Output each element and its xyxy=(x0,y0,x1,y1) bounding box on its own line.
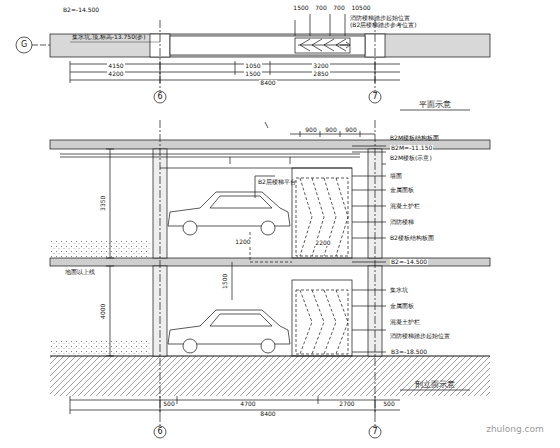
dimension: 2850 xyxy=(312,71,329,78)
note: B2楼板结构板面 xyxy=(390,235,434,242)
note: 混凝土护栏 xyxy=(390,319,420,326)
dimension: 2200 xyxy=(314,240,331,247)
note: 消防楼梯踏步起始位置 xyxy=(390,333,450,340)
note: (B2层楼梯踏步参考位置) xyxy=(350,22,417,29)
view-title: 剖立面示意 xyxy=(415,381,455,390)
dimension: 3200 xyxy=(312,63,329,70)
dimension: 1500 xyxy=(292,5,309,12)
dimension: 1050 xyxy=(244,63,261,70)
axis-label: 7 xyxy=(372,428,377,437)
note: B2M楼板(示意) xyxy=(390,155,432,162)
dimension: 500 xyxy=(162,401,175,408)
dimension: 4200 xyxy=(107,71,124,78)
level-mark: B2=-14.500 xyxy=(62,7,100,14)
dimension: 10500 xyxy=(350,5,371,12)
axis-label: 7 xyxy=(372,93,377,102)
dimension: 8400 xyxy=(259,80,276,87)
dimension: 900 xyxy=(304,127,317,134)
note: 墙面 xyxy=(390,173,402,180)
dimension: 4700 xyxy=(239,401,256,408)
note: 金属面板 xyxy=(390,303,414,310)
note: 混凝土护栏 xyxy=(390,203,420,210)
dimension: 2700 xyxy=(338,401,355,408)
dimension: 1500 xyxy=(223,273,230,288)
dimension: 4000 xyxy=(101,303,108,318)
dimension: 1200 xyxy=(234,239,251,246)
axis-label: 6 xyxy=(157,428,162,437)
level-mark: B2=-14.500 xyxy=(390,259,428,266)
level-mark: B3=-18.500 xyxy=(390,349,428,356)
level-mark: B2M=-11.150 xyxy=(390,145,433,152)
note: 集水坑 xyxy=(390,287,408,294)
axis-label: G xyxy=(21,41,27,50)
view-title: 平面示意 xyxy=(419,101,451,110)
axis-label: 6 xyxy=(157,93,162,102)
dimension: 1500 xyxy=(244,71,261,78)
note: 集水坑,顶,标高-13.750(参) xyxy=(72,34,146,41)
note: 消防楼梯踏步起始位置 xyxy=(350,15,410,22)
dimension: 700 xyxy=(332,5,345,12)
note: 消防楼梯 xyxy=(390,219,414,226)
note: 地面以上线 xyxy=(65,269,95,276)
note: B2层楼梯平台 xyxy=(258,179,296,186)
watermark: zhulong.com xyxy=(486,425,544,435)
dimension: 700 xyxy=(314,5,327,12)
note: 金属面板 xyxy=(390,187,414,194)
dimension: 4150 xyxy=(107,63,124,70)
dimension: 8400 xyxy=(259,411,276,418)
dimension: 900 xyxy=(344,127,357,134)
note: B2M楼板结构板面 xyxy=(390,135,439,142)
dimension: 500 xyxy=(382,401,395,408)
dimension: 900 xyxy=(324,127,337,134)
dimension: 3350 xyxy=(101,195,108,210)
